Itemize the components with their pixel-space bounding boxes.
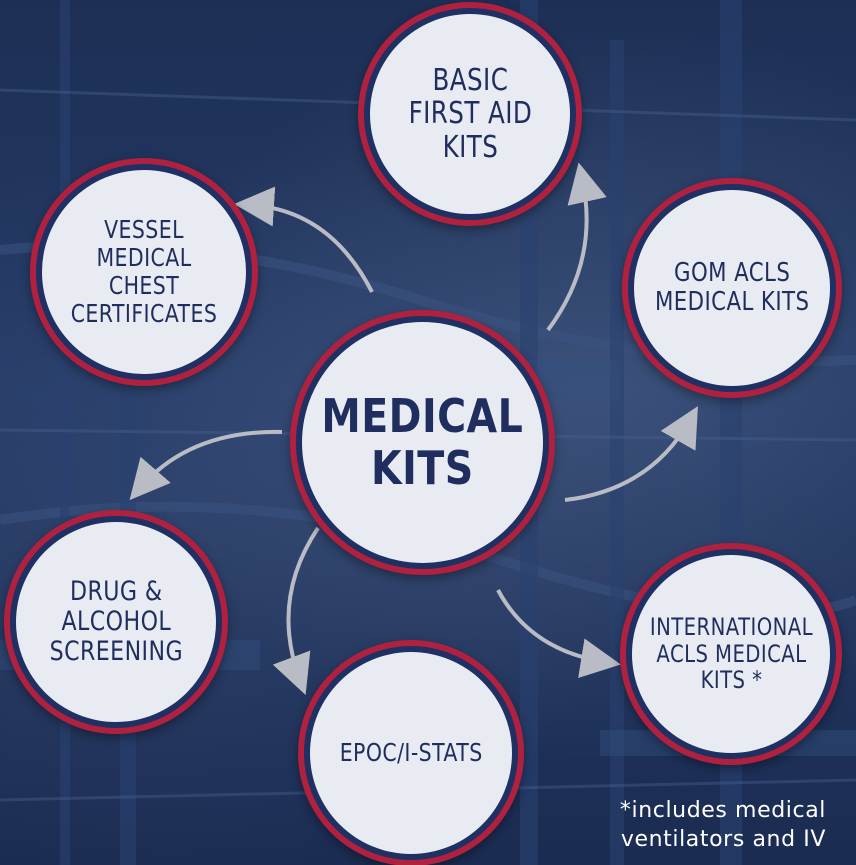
node-gom-acls-label: GOM ACLS MEDICAL KITS <box>654 257 810 317</box>
arrow-to-drug-alcohol <box>129 429 283 501</box>
arrow-to-gom-acls <box>564 406 698 502</box>
node-international-acls-face: INTERNATIONAL ACLS MEDICAL KITS * <box>632 555 830 753</box>
node-international-acls: INTERNATIONAL ACLS MEDICAL KITS * <box>620 543 842 765</box>
node-gom-acls: GOM ACLS MEDICAL KITS <box>622 178 842 398</box>
node-gom-acls-face: GOM ACLS MEDICAL KITS <box>634 190 830 386</box>
node-epoc-istats-label: EPOC/I-STATS <box>339 738 483 767</box>
node-epoc-istats: EPOC/I-STATS <box>298 640 524 865</box>
node-vessel-medical-chest: VESSEL MEDICAL CHEST CERTIFICATES <box>30 158 258 386</box>
node-epoc-istats-face: EPOC/I-STATS <box>310 652 512 854</box>
node-vessel-medical-chest-face: VESSEL MEDICAL CHEST CERTIFICATES <box>42 170 246 374</box>
node-drug-alcohol-label: DRUG & ALCOHOL SCREENING <box>49 575 183 668</box>
node-basic-first-aid: BASIC FIRST AID KITS <box>358 2 582 226</box>
arrow-to-basic-first-aid <box>546 162 607 332</box>
center-node-face: MEDICAL KITS <box>302 322 543 563</box>
center-node-label: MEDICAL KITS <box>321 388 524 495</box>
node-drug-alcohol-face: DRUG & ALCOHOL SCREENING <box>16 522 216 722</box>
arrow-to-international-acls <box>496 589 621 678</box>
node-drug-alcohol: DRUG & ALCOHOL SCREENING <box>4 510 228 734</box>
node-basic-first-aid-label: BASIC FIRST AID KITS <box>408 62 532 165</box>
arrow-to-epoc-istats <box>272 526 320 695</box>
node-vessel-medical-chest-label: VESSEL MEDICAL CHEST CERTIFICATES <box>70 215 218 328</box>
node-international-acls-label: INTERNATIONAL ACLS MEDICAL KITS * <box>649 612 813 695</box>
center-node-medical-kits: MEDICAL KITS <box>290 310 555 575</box>
arrow-to-vessel-medical-chest <box>234 186 374 293</box>
node-basic-first-aid-face: BASIC FIRST AID KITS <box>370 14 570 214</box>
footnote: *includes medical ventilators and IV <box>619 797 826 853</box>
